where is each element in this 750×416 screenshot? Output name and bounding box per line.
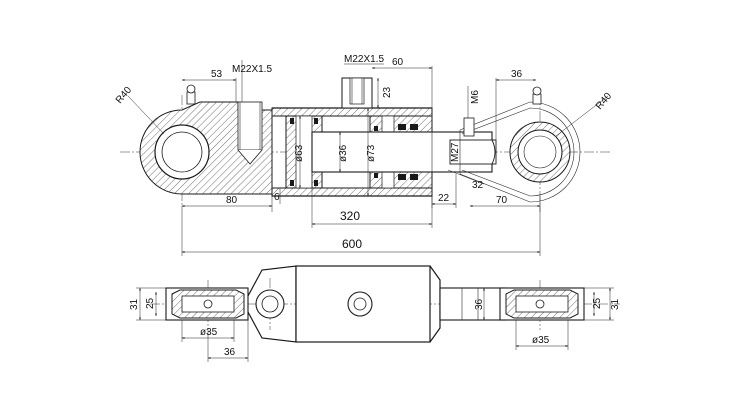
dimension-600: 600 — [181, 206, 541, 256]
dimension-m6: M6 — [467, 86, 481, 118]
dim-text-6: 6 — [274, 192, 280, 203]
dim-text-phi35-right: ø35 — [532, 335, 550, 346]
dimension-25-left: 25 — [145, 291, 157, 317]
dimension-36-rod: 36 — [474, 287, 485, 321]
dim-text-25-right: 25 — [592, 297, 603, 309]
dim-text-r40-right: R40 — [594, 90, 615, 111]
dimension-53: 53 — [181, 69, 237, 102]
right-rod-eye — [459, 86, 581, 203]
dim-text-36-bottom: 36 — [224, 347, 236, 358]
dim-text-600: 600 — [342, 237, 362, 251]
dim-text-phi36: ø36 — [338, 144, 349, 162]
dim-text-25-left: 25 — [145, 297, 156, 309]
dimension-70: 70 — [469, 195, 541, 212]
dimension-31-left: 31 — [129, 287, 166, 321]
dimension-6: 6 — [274, 188, 281, 204]
left-clevis-eye — [139, 84, 273, 195]
dimension-36-top: 36 — [495, 69, 537, 140]
dim-text-53: 53 — [211, 69, 223, 80]
dim-text-32: 32 — [472, 180, 484, 191]
dim-text-r40-left: R40 — [114, 84, 135, 105]
dimension-32: 32 — [447, 169, 485, 191]
dimension-60: 60 — [371, 57, 433, 108]
dimension-r40-right: R40 — [555, 90, 615, 137]
dim-text-m6: M6 — [470, 90, 481, 104]
dim-text-m22-top: M22X1.5 — [344, 54, 384, 65]
dimension-phi73: ø73 — [366, 107, 377, 197]
right-clevis-plan — [499, 287, 585, 321]
dimension-23: 23 — [377, 77, 393, 109]
dim-text-36-rod: 36 — [474, 298, 485, 310]
dimension-320: 320 — [311, 172, 433, 228]
dim-text-60: 60 — [392, 57, 404, 68]
dimension-22: 22 — [431, 174, 457, 208]
cylinder-barrel — [271, 77, 497, 197]
dimension-m22-top: M22X1.5 — [344, 54, 384, 65]
dimension-phi35-right: ø35 — [515, 320, 569, 350]
dimension-phi63: ø63 — [294, 115, 305, 189]
dimension-m22-left: M22X1.5 — [232, 60, 272, 102]
dim-text-phi35-left: ø35 — [200, 327, 218, 338]
dim-text-70: 70 — [496, 195, 508, 206]
dim-text-36-top: 36 — [511, 69, 523, 80]
dim-text-80: 80 — [226, 195, 238, 206]
plan-view: 31 25 ø35 36 36 25 3 — [129, 265, 621, 362]
dim-text-m27: M27 — [450, 142, 461, 162]
left-clevis-plan — [165, 287, 249, 321]
dim-text-22: 22 — [438, 193, 450, 204]
dim-text-phi63: ø63 — [294, 144, 305, 162]
dim-text-phi73: ø73 — [366, 144, 377, 162]
dim-text-31-left: 31 — [129, 298, 140, 310]
section-view: 53 M22X1.5 M22X1.5 60 23 M6 36 — [114, 54, 615, 256]
dimension-31-right: 31 — [584, 287, 621, 321]
dimension-phi36: ø36 — [338, 131, 349, 173]
dimension-m27: M27 — [450, 142, 461, 162]
dim-text-320: 320 — [340, 209, 360, 223]
dimension-36-bottom: 36 — [207, 320, 249, 362]
dim-text-m22-left: M22X1.5 — [232, 64, 272, 75]
dim-text-31-right: 31 — [610, 298, 621, 310]
dimension-80: 80 — [181, 195, 273, 212]
dimension-25-right: 25 — [592, 291, 603, 317]
dim-text-23: 23 — [382, 86, 393, 98]
